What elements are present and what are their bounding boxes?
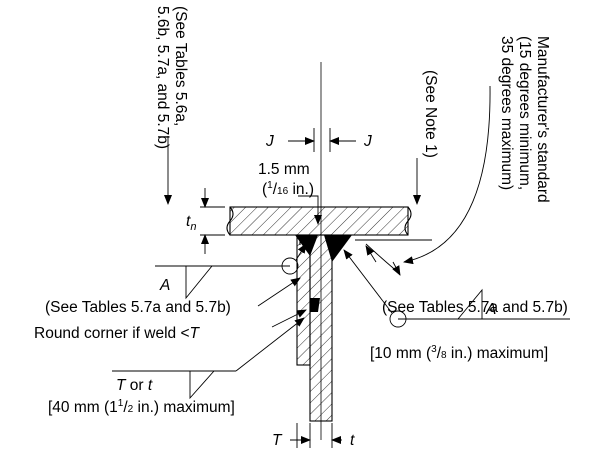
gap-mm-label: 1.5 mm [258,161,310,178]
j-right-label: J [363,133,372,150]
plate-break-left [226,206,234,236]
weld-a-left-circle [281,257,299,275]
see-tables-left-arrow [257,277,301,307]
see-tables-left-label: (See Tables 5.7a and 5.7b) [45,299,231,316]
nozzle-plate [229,206,409,236]
see-note-vertical-text: (See Note 1) [422,70,439,158]
bottom-T-label: T [272,432,283,449]
see-note-label: (See Note 1) [422,70,439,158]
weld-a-right-symbol [457,288,483,320]
weld-a-left-arrow [295,243,307,261]
j-left-label: J [265,133,274,150]
weld-a-right-circle [389,310,407,328]
round-corner-arrow [271,309,307,328]
weld-middle [310,298,320,312]
plate-break-right [404,206,412,236]
weld-a-left-label: A [159,277,170,294]
manufacturer-line3: 35 degrees maximum) [498,36,515,190]
weld-a-left-symbol [185,265,213,300]
t-or-t-arrow [235,317,305,372]
angle-arrow-b [392,261,401,276]
tn-label: tn [186,213,196,233]
manufacturer-vertical-text: Manufacturer's standard (15 degrees mini… [498,36,551,203]
weld-right-top [324,235,352,262]
bottom-t-label: t [350,432,355,449]
manufacturer-line1: Manufacturer's standard [534,36,551,203]
manufacturer-line2: (15 degrees minimum, [516,36,533,190]
manufacturer-leader [403,85,491,265]
t-or-t-symbol [189,370,215,400]
max-10mm-label: [10 mm (3/8 in.) maximum] [370,344,548,362]
angle-arc [365,243,399,273]
see-tables-vertical-line1: (See Tables 5.6a, [172,6,189,126]
angle-arrow-a [365,245,377,263]
weld-a-right-arrow [343,249,393,314]
round-corner-label: Round corner if weld <T [34,325,201,342]
see-tables-right-label: (See Tables 5.7a and 5.7b) [382,299,568,316]
max-40mm-label: [40 mm (11/2 in.) maximum] [48,398,235,416]
t-or-t-label: T or t [116,377,153,394]
see-tables-vertical-line2: 5.6b, 5.7a, and 5.7b) [154,6,171,149]
gap-in-label: (1/16 in.) [262,180,314,198]
weld-a-right-label: A [485,301,496,318]
shell-web [309,234,333,422]
see-tables-vertical-text: (See Tables 5.6a, 5.6b, 5.7a, and 5.7b) [154,6,189,149]
gap-leader [298,195,322,225]
